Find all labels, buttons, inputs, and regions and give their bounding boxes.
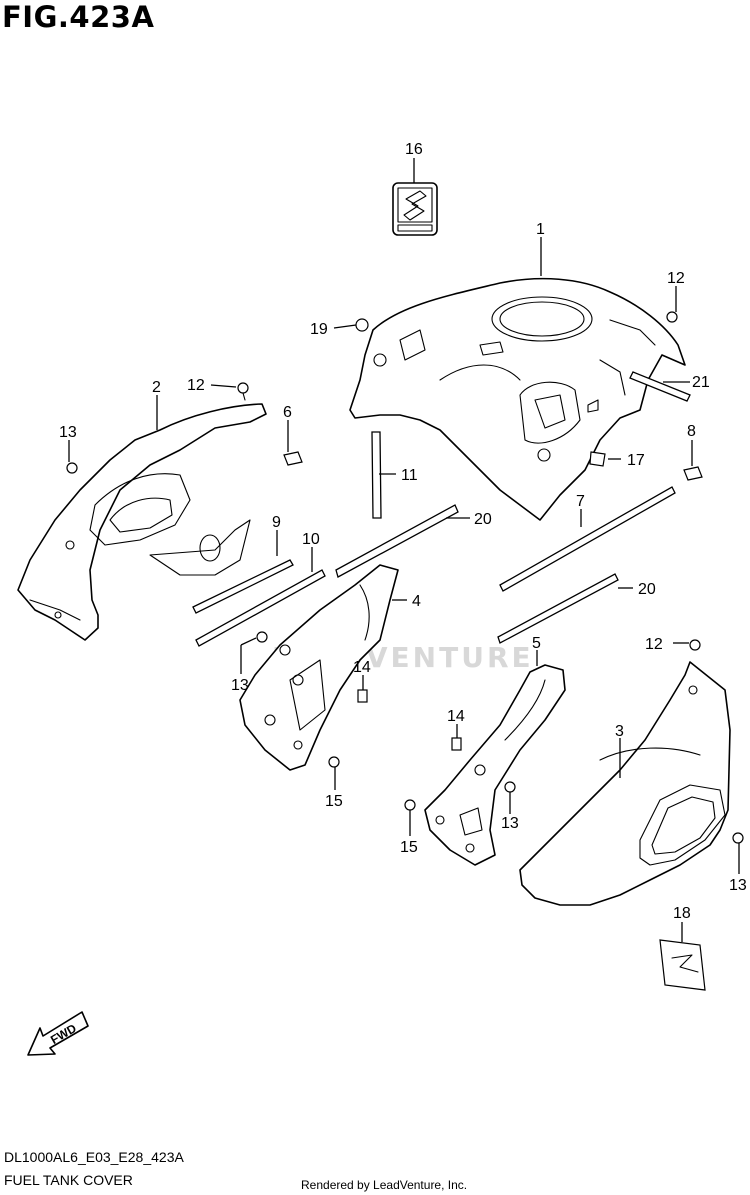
grommet-19[interactable] xyxy=(355,318,369,332)
leader-lines xyxy=(68,158,740,942)
fwd-arrow: FWD xyxy=(27,1011,89,1056)
screw-13-b[interactable] xyxy=(256,631,268,643)
screw-15-b[interactable] xyxy=(404,799,416,811)
callout-8: 8 xyxy=(687,423,696,440)
callout-13-b: 13 xyxy=(231,677,249,694)
callout-2: 2 xyxy=(152,379,161,396)
callout-12-a: 12 xyxy=(667,270,685,287)
screw-13-a[interactable] xyxy=(66,462,78,474)
callout-13-c: 13 xyxy=(501,815,519,832)
screw-12-a[interactable] xyxy=(237,382,249,401)
inner-panel-4[interactable] xyxy=(239,564,399,771)
fuel-tank-cover-1[interactable] xyxy=(349,277,686,521)
footer-diagram-code: DL1000AL6_E03_E28_423A xyxy=(4,1149,184,1165)
strip-20-left[interactable] xyxy=(335,504,459,578)
strip-7[interactable] xyxy=(499,486,676,592)
strip-20-right[interactable] xyxy=(497,573,619,644)
footer-rendered-by: Rendered by LeadVenture, Inc. xyxy=(301,1178,468,1192)
callout-14-b: 14 xyxy=(447,708,465,725)
footer-diagram-name: FUEL TANK COVER xyxy=(4,1172,133,1188)
callout-6: 6 xyxy=(283,404,292,421)
screw-15-a[interactable] xyxy=(328,756,340,768)
screw-12-b[interactable] xyxy=(666,311,678,323)
side-cover-right-3[interactable] xyxy=(519,661,731,906)
inner-panel-5[interactable] xyxy=(424,664,566,866)
callout-3: 3 xyxy=(615,723,624,740)
figure-title: FIG.423A xyxy=(2,0,155,34)
callout-1: 1 xyxy=(536,221,545,238)
callout-13-d: 13 xyxy=(729,877,747,894)
callout-12-c: 12 xyxy=(645,636,663,653)
callout-21: 21 xyxy=(692,374,710,391)
strip-21[interactable] xyxy=(629,371,691,402)
strip-9[interactable] xyxy=(192,559,294,614)
callout-9: 9 xyxy=(272,514,281,531)
pad-6[interactable] xyxy=(283,451,303,466)
nut-14-b[interactable] xyxy=(451,737,462,751)
callout-20-b: 20 xyxy=(638,581,656,598)
pad-8[interactable] xyxy=(683,466,703,481)
callout-11: 11 xyxy=(401,467,418,484)
callout-12-b: 12 xyxy=(187,377,205,394)
clip-17[interactable] xyxy=(589,451,606,467)
callout-20-a: 20 xyxy=(474,511,492,528)
screw-12-c[interactable] xyxy=(689,639,701,651)
callout-17: 17 xyxy=(627,452,645,469)
nut-14-a[interactable] xyxy=(357,689,368,703)
callout-15-b: 15 xyxy=(400,839,418,856)
callout-13-a: 13 xyxy=(59,424,77,441)
callout-4: 4 xyxy=(412,593,421,610)
callout-7: 7 xyxy=(576,493,585,510)
strip-11[interactable] xyxy=(371,431,382,519)
pad-18[interactable] xyxy=(659,939,706,991)
callout-15-a: 15 xyxy=(325,793,343,810)
emblem-16[interactable] xyxy=(392,182,438,236)
callout-18: 18 xyxy=(673,905,691,922)
callout-19: 19 xyxy=(310,321,328,338)
callout-10: 10 xyxy=(302,531,320,548)
callout-5: 5 xyxy=(532,635,541,652)
front-cover-left-2[interactable] xyxy=(17,403,267,641)
screw-13-d[interactable] xyxy=(732,832,744,844)
callout-16: 16 xyxy=(405,141,423,158)
strip-10[interactable] xyxy=(195,569,326,647)
screw-13-c[interactable] xyxy=(504,781,516,793)
callout-14-a: 14 xyxy=(353,659,371,676)
